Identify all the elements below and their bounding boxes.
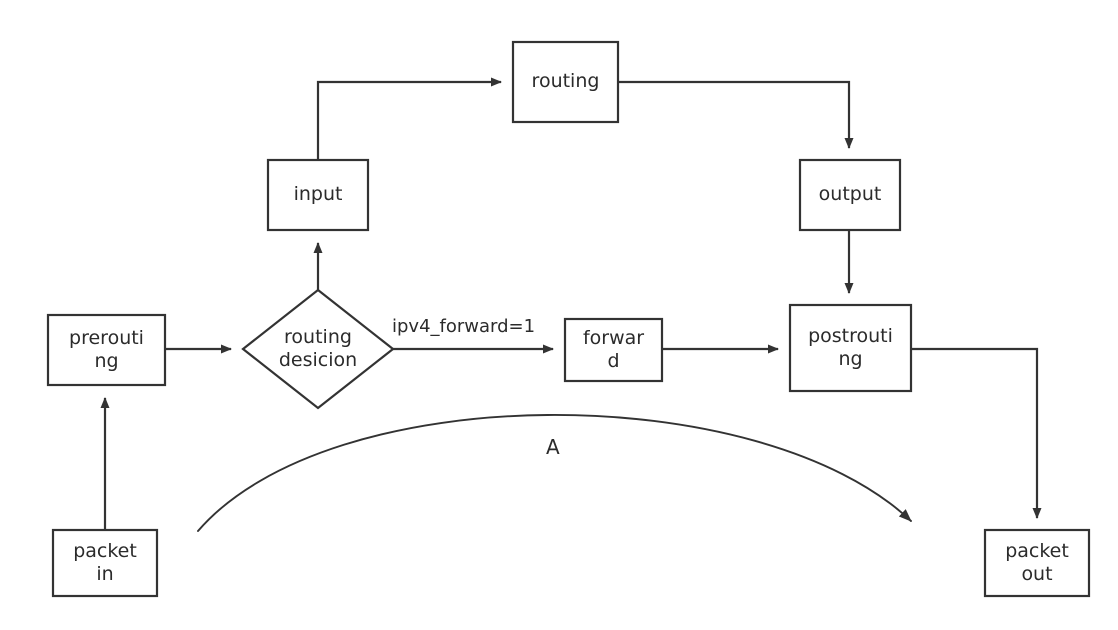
edge-arc-a bbox=[197, 414, 912, 532]
node-input[interactable] bbox=[266, 158, 370, 232]
node-output[interactable] bbox=[798, 158, 902, 232]
node-packet-out[interactable] bbox=[983, 528, 1091, 598]
node-prerouting[interactable] bbox=[46, 313, 167, 387]
edge-input-to-routing bbox=[316, 77, 502, 160]
node-routing[interactable] bbox=[511, 40, 620, 124]
edge-label-arc-a: A bbox=[546, 435, 560, 459]
node-routing-desicion[interactable] bbox=[241, 288, 395, 410]
edge-routing-to-output bbox=[618, 80, 854, 149]
edge-postrouting-to-packet-out bbox=[911, 347, 1042, 519]
edge-label-ipv4-forward: ipv4_forward=1 bbox=[392, 316, 536, 337]
node-postrouting[interactable] bbox=[788, 303, 913, 393]
node-forward[interactable] bbox=[563, 317, 664, 383]
node-packet-in[interactable] bbox=[51, 528, 159, 598]
